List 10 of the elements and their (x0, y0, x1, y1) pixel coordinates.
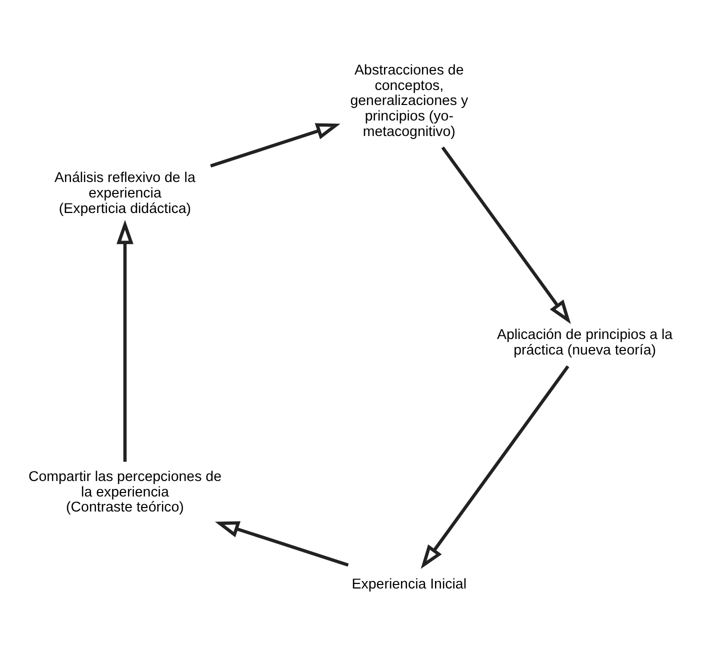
arrow (210, 123, 340, 168)
node-text: Análisis reflexivo de la experiencia (Experticia didáctica) (54, 170, 196, 217)
node-text: Experiencia Inicial (352, 576, 467, 593)
arrow (116, 220, 134, 462)
node-text: Aplicación de principios a la práctica (nueva teoría) (496, 327, 673, 359)
node-text: Abstracciones de conceptos, generalizaciones y principios (yo-metacognitivo) (350, 62, 468, 140)
arrow (441, 146, 571, 324)
arrow (214, 521, 349, 567)
node-text: Compartir las percepciones de la experiencia (Contraste teórico) (28, 468, 222, 516)
arrow (420, 365, 570, 569)
